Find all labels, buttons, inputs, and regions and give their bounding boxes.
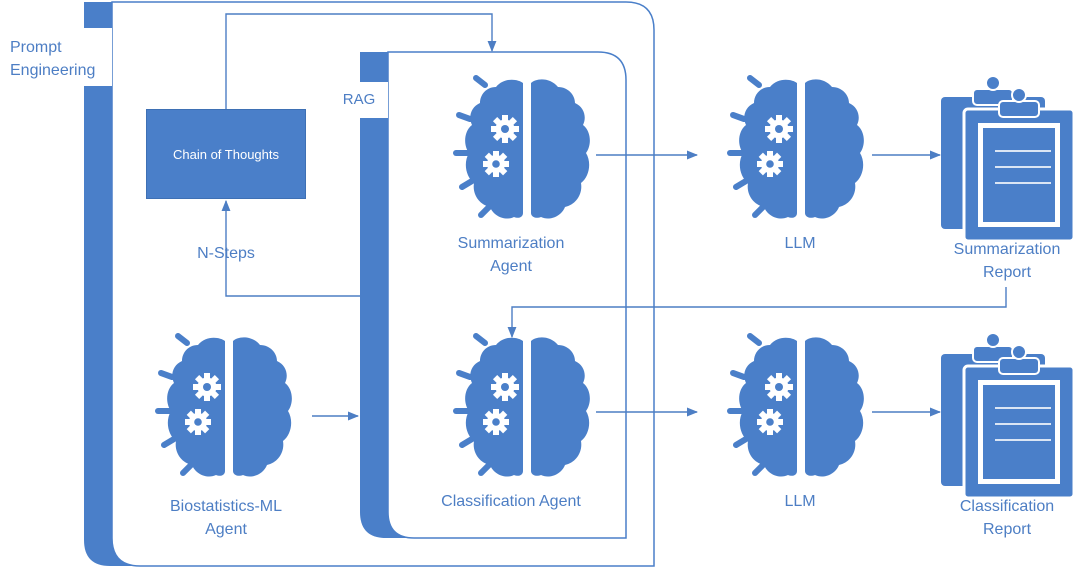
llm-top-label: LLM xyxy=(784,235,816,252)
llm-bottom-brain-icon xyxy=(730,336,864,477)
arrow-cot-to-summarization xyxy=(225,13,497,109)
chain-of-thoughts-label: Chain of Thoughts xyxy=(173,146,279,162)
prompt-engineering-label: Prompt Engineering xyxy=(10,39,96,79)
llm-bottom-label: LLM xyxy=(784,493,816,510)
connectors xyxy=(221,13,1007,421)
classification-report-label: Classification Report xyxy=(959,498,1055,538)
biostatistics-agent-label: Biostatistics-ML Agent xyxy=(169,498,283,538)
summarization-report-clipboard-icon xyxy=(939,74,1076,243)
n-steps-label: N-Steps xyxy=(197,245,255,262)
summarization-report-label: Summarization Report xyxy=(953,241,1061,281)
arrow-report-to-classification xyxy=(507,287,1007,339)
llm-top-brain-icon xyxy=(730,78,864,219)
classification-agent-label: Classification Agent xyxy=(441,493,581,510)
arrow-rag-to-cot xyxy=(221,199,360,297)
classification-report-clipboard-icon xyxy=(939,331,1076,500)
rag-label: RAG xyxy=(342,91,376,108)
summarization-agent-label: Summarization Agent xyxy=(457,235,565,275)
chain-of-thoughts-box: Chain of Thoughts xyxy=(146,109,306,199)
